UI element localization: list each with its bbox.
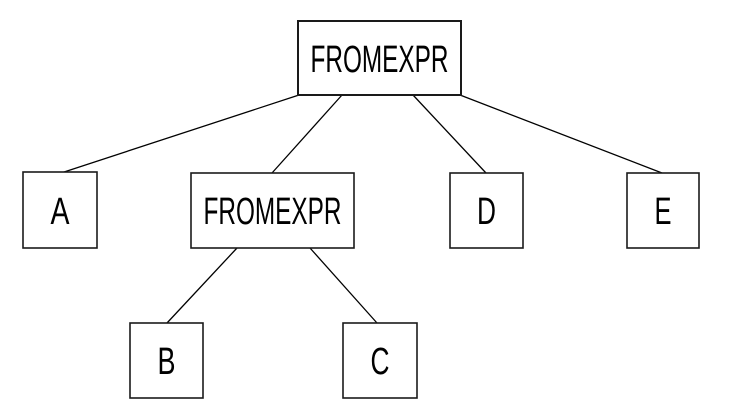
node-box [342, 322, 418, 399]
tree-node-a: A [22, 171, 98, 249]
edge-root-inner [271, 94, 343, 174]
node-box [626, 172, 700, 249]
node-box [22, 171, 98, 249]
node-label: B [158, 341, 176, 383]
node-label: FROMEXPR [204, 191, 342, 233]
edge-root-e [459, 94, 663, 174]
tree-node-e: E [626, 172, 700, 249]
node-label: E [655, 191, 672, 233]
edge-root-d [412, 94, 487, 174]
node-label: A [51, 191, 70, 233]
edge-inner-c [309, 247, 378, 324]
tree-node-root: FROMEXPR [297, 20, 462, 96]
node-box [129, 322, 204, 399]
node-label: D [477, 191, 496, 233]
edge-inner-b [166, 247, 238, 324]
node-box [297, 20, 462, 96]
node-label: FROMEXPR [311, 39, 449, 81]
node-label: C [371, 341, 390, 383]
node-box [190, 172, 355, 249]
tree-node-c: C [342, 322, 418, 399]
edge-root-a [60, 94, 300, 174]
tree-node-inner-fromexpr: FROMEXPR [190, 172, 355, 249]
tree-node-b: B [129, 322, 204, 399]
node-box [449, 172, 524, 249]
tree-node-d: D [449, 172, 524, 249]
